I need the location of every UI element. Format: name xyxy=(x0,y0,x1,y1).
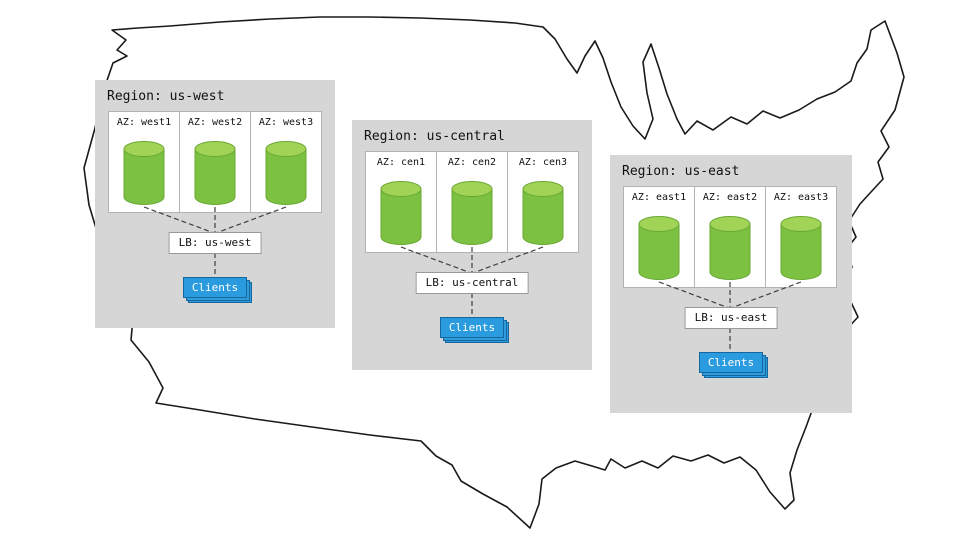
az-label: AZ: east2 xyxy=(702,192,758,203)
database-cylinder-icon xyxy=(522,181,564,245)
database-cylinder-icon xyxy=(380,181,422,245)
database-cylinder-icon xyxy=(194,141,236,205)
clients-label: Clients xyxy=(440,317,504,338)
database-cylinder-icon xyxy=(638,216,680,280)
az-box: AZ: east3 xyxy=(765,186,837,288)
region-title: Region: us-east xyxy=(622,164,740,179)
region-title: Region: us-central xyxy=(364,129,505,144)
az-label: AZ: west2 xyxy=(187,117,243,128)
load-balancer-box: LB: us-west xyxy=(168,232,262,254)
az-label: AZ: cen1 xyxy=(376,157,426,168)
az-box: AZ: cen3 xyxy=(507,151,579,253)
database-cylinder-icon xyxy=(451,181,493,245)
az-box: AZ: cen1 xyxy=(365,151,437,253)
load-balancer-box: LB: us-central xyxy=(415,272,529,294)
database-cylinder-icon xyxy=(780,216,822,280)
az-label: AZ: east3 xyxy=(773,192,829,203)
clients-label: Clients xyxy=(699,352,763,373)
clients-box: Clients xyxy=(699,352,768,378)
region-us-central: Region: us-central AZ: cen1 AZ: cen2 AZ:… xyxy=(352,120,592,370)
database-cylinder-icon xyxy=(123,141,165,205)
az-box: AZ: west2 xyxy=(179,111,251,213)
region-us-east: Region: us-east AZ: east1 AZ: east2 AZ: … xyxy=(610,155,852,413)
az-box: AZ: cen2 xyxy=(436,151,508,253)
clients-box: Clients xyxy=(440,317,509,343)
az-row: AZ: cen1 AZ: cen2 AZ: cen3 xyxy=(365,151,579,253)
az-label: AZ: west3 xyxy=(258,117,314,128)
az-box: AZ: west1 xyxy=(108,111,180,213)
az-label: AZ: cen3 xyxy=(518,157,568,168)
region-title: Region: us-west xyxy=(107,89,225,104)
az-label: AZ: east1 xyxy=(631,192,687,203)
az-box: AZ: west3 xyxy=(250,111,322,213)
az-label: AZ: west1 xyxy=(116,117,172,128)
az-row: AZ: east1 AZ: east2 AZ: east3 xyxy=(623,186,837,288)
az-box: AZ: east1 xyxy=(623,186,695,288)
region-us-west: Region: us-west AZ: west1 AZ: west2 AZ: … xyxy=(95,80,335,328)
az-label: AZ: cen2 xyxy=(447,157,497,168)
database-cylinder-icon xyxy=(709,216,751,280)
clients-label: Clients xyxy=(183,277,247,298)
az-row: AZ: west1 AZ: west2 AZ: west3 xyxy=(108,111,322,213)
database-cylinder-icon xyxy=(265,141,307,205)
az-box: AZ: east2 xyxy=(694,186,766,288)
load-balancer-box: LB: us-east xyxy=(684,307,778,329)
clients-box: Clients xyxy=(183,277,252,303)
